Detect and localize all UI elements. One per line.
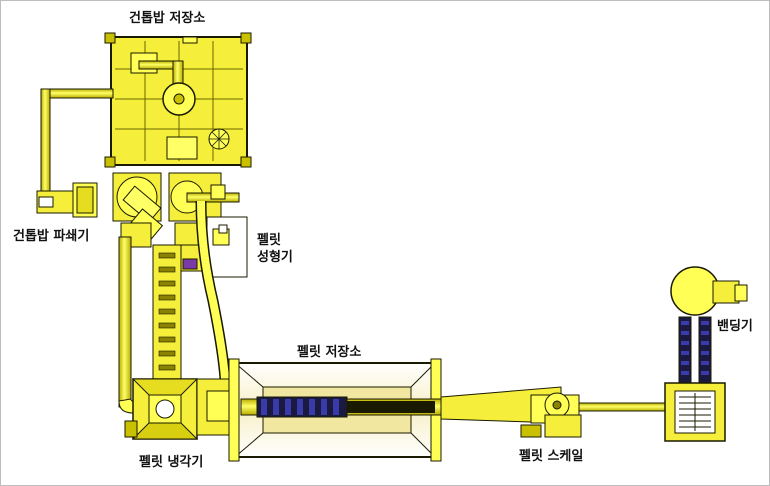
pellet-cooler	[124, 372, 244, 440]
label-pellet-storage: 펠릿 저장소	[297, 345, 362, 360]
inclined-conveyor	[152, 244, 182, 390]
label-banding-machine: 밴딩기	[717, 319, 753, 334]
label-pellet-cooler: 펠릿 냉각기	[139, 455, 204, 470]
curved-pipe	[195, 200, 231, 380]
sawdust-crusher	[36, 182, 98, 218]
label-pellet-former-line1: 펠릿	[257, 233, 281, 248]
pellet-scale	[440, 386, 672, 438]
pipe-storage-crusher	[40, 88, 114, 194]
pellet-former	[120, 216, 248, 278]
label-sawdust-crusher: 건톱밥 파쇄기	[13, 229, 90, 244]
label-sawdust-storage: 건톱밥 저장소	[129, 11, 206, 26]
banding-machine	[664, 266, 748, 442]
sawdust-storage	[104, 32, 252, 168]
label-pellet-former-line2: 성형기	[257, 250, 293, 265]
label-pellet-scale: 펠릿 스케일	[519, 449, 584, 464]
